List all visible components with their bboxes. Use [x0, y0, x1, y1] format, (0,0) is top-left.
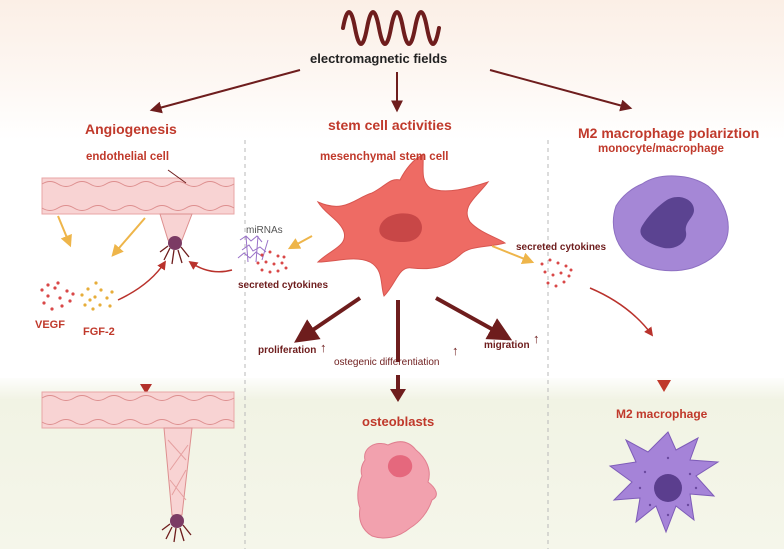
- heading-stem-cell-activities: stem cell activities: [328, 117, 452, 133]
- arrow-growth-factors-to-cell: [117, 260, 166, 301]
- label-secreted-cytokines-right: secreted cytokines: [516, 242, 607, 253]
- arrow-to-angiogenesis: [149, 69, 301, 114]
- arrow-to-proliferation: [294, 296, 362, 343]
- up-arrow-migration: ↑: [533, 331, 540, 346]
- blood-vessel-top: [41, 177, 235, 241]
- label-secreted-cytokines-center: secreted cytokines: [238, 280, 329, 291]
- title-label: electromagnetic fields: [310, 51, 448, 66]
- label-mirnas: miRNAs: [246, 225, 283, 236]
- label-m2-macrophage: M2 macrophage: [616, 407, 708, 421]
- label-vegf: VEGF: [35, 319, 65, 331]
- label-proliferation: proliferation: [258, 345, 317, 356]
- heading-angiogenesis: Angiogenesis: [85, 121, 177, 137]
- m2-granules: [638, 456, 698, 517]
- blood-vessel-bottom: [41, 391, 235, 516]
- arrow-cytokines-to-m2: [589, 287, 654, 337]
- osteoblast-cell: [357, 441, 437, 539]
- yellow-arrow-to-mirnas: [287, 235, 313, 250]
- mirnas-icon: [237, 235, 269, 263]
- fgf2-particles: [80, 281, 114, 311]
- label-migration: migration: [484, 340, 530, 351]
- secreted-cytokine-particles-right: [540, 258, 573, 288]
- arrow-cytokines-to-endothelial: [188, 260, 233, 273]
- endothelial-tip-cell: [159, 236, 190, 265]
- yellow-arrow-left-1: [57, 215, 72, 248]
- stem-cell-nucleus: [379, 213, 422, 242]
- label-osteoblasts: osteoblasts: [362, 414, 435, 429]
- label-endothelial-cell: endothelial cell: [86, 151, 170, 163]
- yellow-arrow-to-cytokines-right: [491, 245, 535, 265]
- electromagnetic-wave-icon: [341, 10, 441, 46]
- vegf-particles: [40, 281, 75, 311]
- label-mesenchymal-stem-cell: mesenchymal stem cell: [320, 151, 449, 163]
- label-osteogenic-differentiation: ostegenic differentiation: [334, 357, 440, 368]
- osteoblast-nucleus: [387, 455, 413, 478]
- endothelial-tip-cell-bottom: [161, 514, 192, 543]
- yellow-arrow-left-2: [111, 217, 146, 257]
- up-arrow-proliferation: ↑: [320, 340, 327, 355]
- arrow-to-m2: [489, 69, 633, 112]
- label-fgf2: FGF-2: [83, 326, 115, 338]
- up-arrow-differentiation: ↑: [452, 343, 459, 358]
- label-monocyte-macrophage: monocyte/macrophage: [598, 143, 724, 155]
- heading-m2-polarization: M2 macrophage polariztion: [578, 125, 760, 141]
- m2-macrophage-nucleus: [654, 474, 682, 502]
- secreted-cytokine-particles-center: [256, 250, 288, 274]
- monocyte-nucleus: [640, 196, 694, 249]
- arrow-to-migration: [435, 296, 513, 341]
